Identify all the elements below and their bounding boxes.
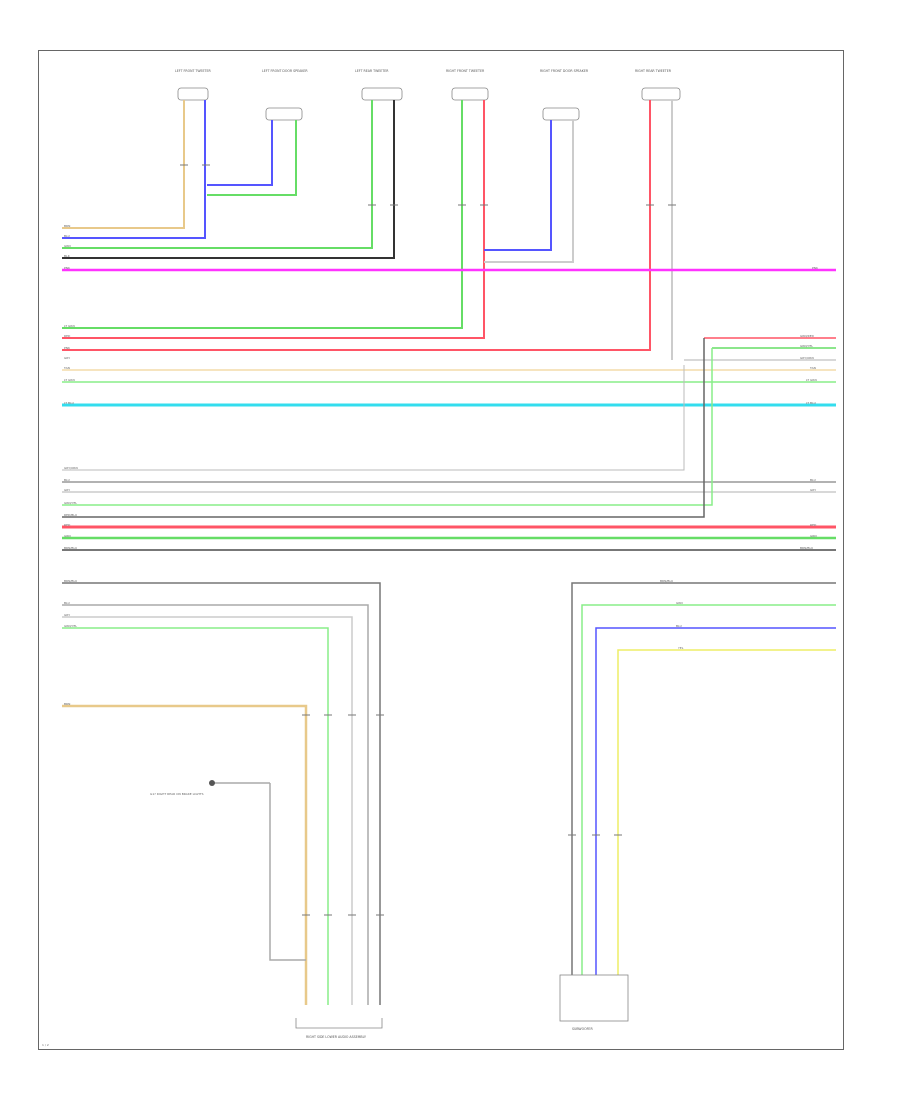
wire-rf-door-gry xyxy=(484,120,574,263)
ll-ground-drop xyxy=(269,783,306,961)
left-wire-labels: BRN BLU GRN BLK PNK LT GRN RED PNK GRY T… xyxy=(63,224,684,706)
ll-brn xyxy=(62,704,308,1005)
speaker-label-lf-door: LEFT FRONT DOOR SPEAKER xyxy=(262,69,308,73)
lbl-g4r-2: BLU xyxy=(676,624,682,628)
assembly-label: RIGHT SIDE LOWER AUDIO ASSEMBLY xyxy=(306,1035,366,1039)
lbl-g4l-2: GRY xyxy=(64,613,70,617)
speaker-label-rf-tweeter: RIGHT FRONT TWEETER xyxy=(446,69,485,73)
lr-yel xyxy=(617,649,836,975)
rlbl-10: GRN xyxy=(810,534,817,538)
wire-rf-door-blu xyxy=(484,120,552,251)
speaker-drops xyxy=(62,100,673,360)
lbl-g1-4: PNK xyxy=(64,266,71,270)
wire-lf-door-blu xyxy=(207,120,273,186)
connector-ticks xyxy=(180,164,676,916)
lbl-g3-0: GRY/ORN xyxy=(64,466,78,470)
rlbl-1: GRN/RED xyxy=(800,334,815,338)
speaker-box-rf-door xyxy=(542,107,580,121)
lbl-g2-4: TAN xyxy=(63,366,70,370)
rlbl-4: TAN xyxy=(809,366,816,370)
lbl-g3-1: BLU xyxy=(64,478,70,482)
subwoofer-box xyxy=(559,974,629,1022)
wire-lf-tweeter-blu xyxy=(62,100,206,239)
ll-grn-yel xyxy=(62,627,329,1005)
wire-rr-tweeter-pnk xyxy=(62,100,651,351)
lbl-g3-5: RED xyxy=(64,523,71,527)
wire-lr-tweeter-grn xyxy=(62,100,373,249)
lbl-g2-5: LT GRN xyxy=(64,378,75,382)
bus-gry-orn-loop xyxy=(62,365,685,471)
lbl-g2-3: GRY xyxy=(64,356,70,360)
wire-rf-tweeter-ltgrn xyxy=(62,100,463,329)
lbl-g3-3: GRN/YEL xyxy=(64,501,77,505)
rlbl-3: GRY/ORN xyxy=(800,356,814,360)
lr-grn xyxy=(581,604,836,975)
lower-right-wiring xyxy=(559,582,836,1022)
lbl-g4l-0: BRN/BLU xyxy=(64,579,77,583)
ll-blu xyxy=(62,604,369,1005)
lbl-g4l-1: BLU xyxy=(64,601,70,605)
speaker-label-rr-tweeter: RIGHT REAR TWEETER xyxy=(635,69,672,73)
diagram-frame xyxy=(38,50,844,1050)
lbl-g3-2: GRY xyxy=(64,488,70,492)
bus-red-blu-loop xyxy=(62,338,705,518)
lbl-g1-3: BLK xyxy=(64,254,71,258)
assembly-bracket xyxy=(295,1018,383,1029)
lbl-g1-2: GRN xyxy=(64,244,71,248)
lbl-g4r-0: BRN/BLU xyxy=(660,579,673,583)
speaker-label-rf-door: RIGHT FRONT DOOR SPEAKER xyxy=(540,69,589,73)
wire-lr-tweeter-blk xyxy=(62,100,395,259)
lbl-g4r-1: GRN xyxy=(676,601,683,605)
bus-grn-yel-loop xyxy=(62,348,713,506)
lbl-g3-7: BRN/BLU xyxy=(64,546,77,550)
speaker-box-lf-door xyxy=(265,107,303,121)
lr-blu xyxy=(595,627,836,975)
lower-left-wiring xyxy=(62,582,381,1005)
rlbl-9: RED xyxy=(810,523,817,527)
rlbl-5: LT GRN xyxy=(806,378,817,382)
speaker-box-lf-tweeter xyxy=(177,87,209,101)
lbl-g4l-3: GRN/YEL xyxy=(64,624,77,628)
rlbl-2: GRN/YEL xyxy=(800,344,813,348)
speaker-label-lf-tweeter: LEFT FRONT TWEETER xyxy=(175,69,212,73)
rlbl-11: BRN/BLU xyxy=(800,546,813,550)
rlbl-0: PNK xyxy=(812,266,819,270)
lbl-g1-0: BRN xyxy=(64,224,70,228)
wire-lf-tweeter-brn xyxy=(62,100,185,229)
lbl-g2-0: LT GRN xyxy=(64,324,75,328)
speaker-label-lr-tweeter: LEFT REAR TWEETER xyxy=(355,69,389,73)
page-number: 1 / 2 xyxy=(42,1043,49,1047)
lbl-g1-1: BLU xyxy=(64,234,70,238)
lr-brn-blu xyxy=(571,582,836,975)
subwoofer-label: SUBWOOFER xyxy=(572,1027,593,1031)
speaker-box-rf-tweeter xyxy=(451,87,489,101)
bus-lines xyxy=(62,268,836,551)
lbl-g4r-3: YEL xyxy=(678,646,684,650)
ll-gry xyxy=(62,616,353,1005)
speaker-boxes xyxy=(177,87,681,121)
ground-label: G1? RIGHT REAR ON BRAKE LIGHTS xyxy=(150,792,204,796)
rlbl-7: BLU xyxy=(810,478,816,482)
right-wire-labels: PNK GRN/RED GRN/YEL GRY/ORN TAN LT GRN L… xyxy=(800,266,819,550)
lbl-g4l-4: BRN xyxy=(64,702,70,706)
lbl-g2-2: PNK xyxy=(64,346,71,350)
rlbl-8: GRY xyxy=(810,488,816,492)
rlbl-6: LT BLU xyxy=(806,401,816,405)
ground-icon xyxy=(209,780,215,786)
wire-rf-tweeter-red xyxy=(62,100,485,339)
speaker-box-lr-tweeter xyxy=(361,87,403,101)
wire-lf-door-grn xyxy=(207,120,297,196)
speaker-labels: LEFT FRONT TWEETER LEFT FRONT DOOR SPEAK… xyxy=(175,69,672,73)
lbl-g2-6: LT BLU xyxy=(64,401,74,405)
lbl-g2-1: RED xyxy=(64,334,71,338)
speaker-box-rr-tweeter xyxy=(641,87,681,101)
ll-brn-blu xyxy=(62,582,381,1005)
lbl-g3-6: GRN xyxy=(64,534,71,538)
lbl-g3-4: RED/BLU xyxy=(64,513,77,517)
